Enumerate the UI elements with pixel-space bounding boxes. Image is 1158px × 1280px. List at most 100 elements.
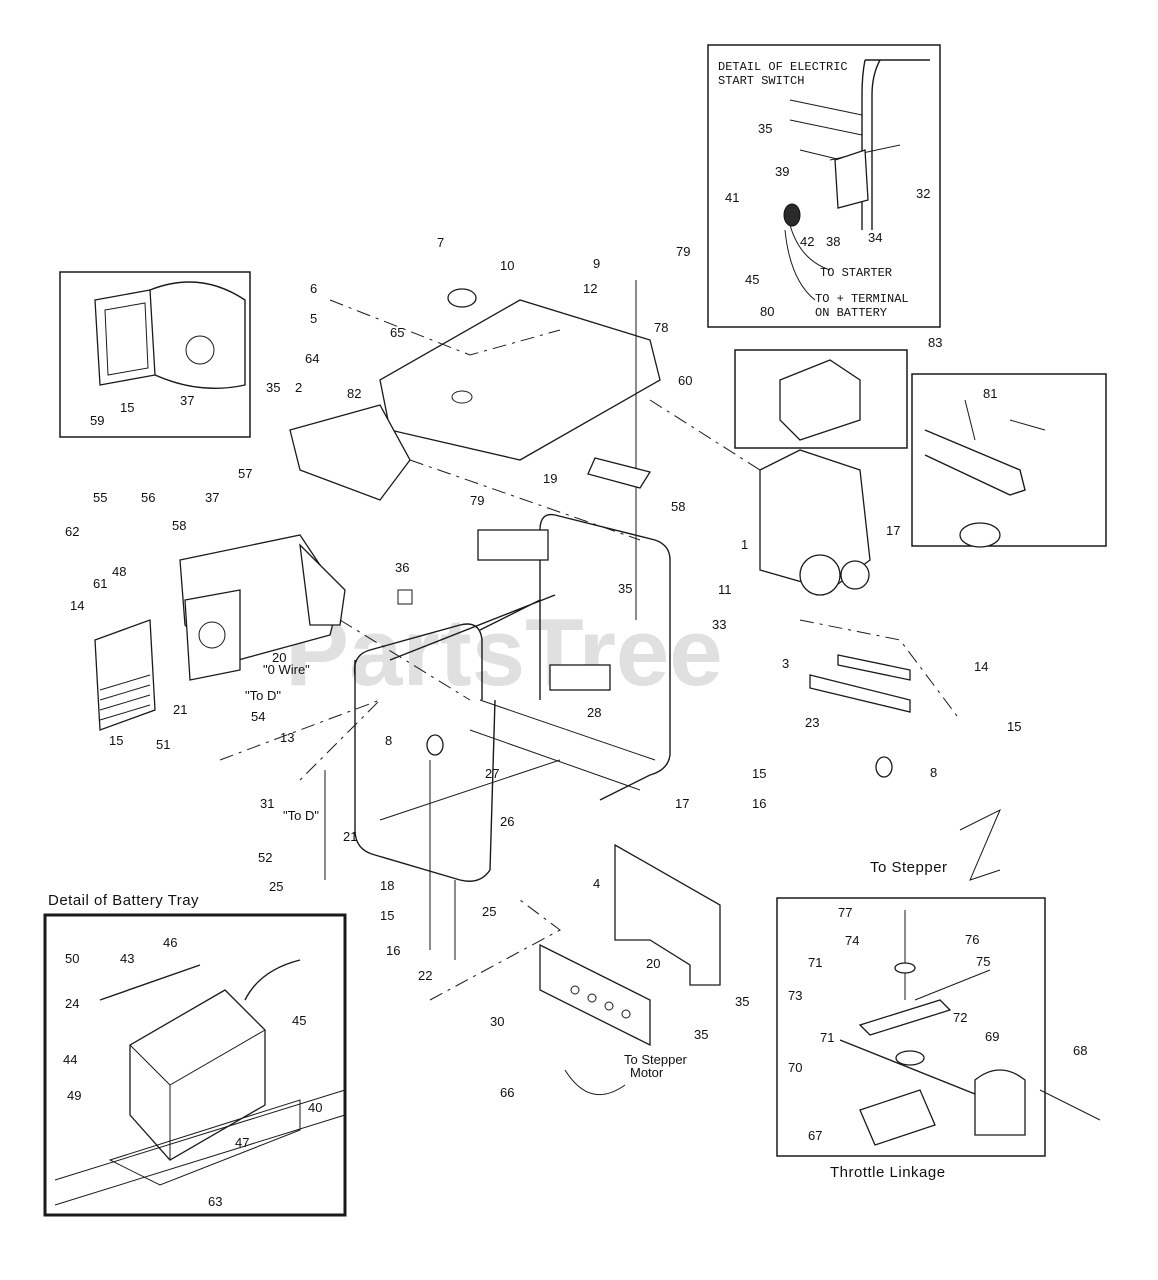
callout-83: 83	[928, 335, 942, 350]
washer-71-lower	[895, 1050, 925, 1066]
callout-49: 49	[67, 1088, 81, 1103]
callout-55: 55	[93, 490, 107, 505]
base-bracket-67	[859, 1089, 936, 1146]
callout-42: 42	[800, 234, 814, 249]
callout-27: 27	[485, 766, 499, 781]
callout-14-right: 14	[974, 659, 988, 674]
mount-8-left	[426, 734, 444, 756]
label-79	[477, 529, 549, 561]
callout-63: 63	[208, 1194, 222, 1209]
label-28	[549, 664, 611, 691]
leader-shield-frame	[409, 459, 641, 541]
callout-38: 38	[826, 234, 840, 249]
callout-81: 81	[983, 386, 997, 401]
note-to-stepper: To Stepper	[870, 859, 948, 876]
tray-base	[54, 1089, 346, 1206]
callout-74: 74	[845, 933, 859, 948]
rail-3-upper	[837, 654, 911, 681]
callout-5: 5	[310, 311, 317, 326]
alternator-fan-grille	[299, 543, 346, 626]
callout-65: 65	[390, 325, 404, 340]
callout-15-right: 15	[1007, 719, 1021, 734]
alternator-end-bracket	[184, 589, 241, 681]
callout-28: 28	[587, 705, 601, 720]
panel-switch-2	[587, 993, 597, 1003]
inset-frame	[59, 271, 251, 438]
engine-assembly: 1 17	[734, 349, 908, 596]
callout-15-bottom: 15	[380, 908, 394, 923]
callout-69: 69	[985, 1029, 999, 1044]
callout-60: 60	[678, 373, 692, 388]
leader-panel	[429, 899, 561, 1001]
callout-10: 10	[500, 258, 514, 273]
callout-21-top: 21	[173, 702, 187, 717]
inset-frame	[707, 44, 941, 328]
mount-8-right	[875, 756, 893, 778]
callout-64: 64	[305, 351, 319, 366]
handle-tube-outline	[861, 59, 930, 230]
fuel-tank: 7 10	[379, 235, 661, 461]
callout-8-right: 8	[930, 765, 937, 780]
frame-tube-right	[554, 514, 671, 801]
callout-59: 59	[90, 413, 104, 428]
fan-shroud	[94, 289, 156, 386]
callout-24: 24	[65, 996, 79, 1011]
inset-title-line1: DETAIL OF ELECTRIC	[718, 60, 848, 74]
callout-35-left: 35	[266, 380, 280, 395]
callout-47: 47	[235, 1135, 249, 1150]
switch-plate	[834, 149, 869, 209]
stepper-break-line	[959, 808, 1001, 881]
callout-36: 36	[395, 560, 409, 575]
callout-20-panel: 20	[646, 956, 660, 971]
engine-body	[149, 281, 246, 389]
inset-battery-tray: Detail of Battery Tray 50 43 46 24 45 44…	[43, 892, 347, 1217]
callout-82: 82	[347, 386, 361, 401]
inset-governor: 83 81	[911, 335, 1107, 548]
callout-12: 12	[583, 281, 597, 296]
callout-51: 51	[156, 737, 170, 752]
frame-crossbars	[379, 699, 656, 821]
callout-48: 48	[112, 564, 126, 579]
note-to-stepper-motor-2: Motor	[630, 1065, 664, 1080]
inset-electric-start-switch: DETAIL OF ELECTRIC START SWITCH 35 39 41…	[707, 44, 941, 328]
governor-shaft	[959, 522, 1001, 548]
pivot-axis	[904, 910, 991, 1001]
callout-35-frame: 35	[618, 581, 632, 596]
alternator-assembly: 57 55 56 58 37 62 48 61 14 20 "0 Wire" "…	[65, 466, 346, 752]
callout-4: 4	[593, 876, 600, 891]
callout-1: 1	[741, 537, 748, 552]
callout-2: 2	[295, 380, 302, 395]
throttle-rod-69	[839, 1039, 991, 1101]
callout-26: 26	[500, 814, 514, 829]
note-to-stepper-motor-1: To Stepper	[624, 1052, 688, 1067]
inset-frame	[911, 373, 1107, 547]
engine-top-housing	[779, 359, 861, 441]
callout-15: 15	[120, 400, 134, 415]
callout-19: 19	[543, 471, 557, 486]
callout-25-bottom: 25	[482, 904, 496, 919]
callout-8-left: 8	[385, 733, 392, 748]
panel-switch-4	[621, 1009, 631, 1019]
callout-73: 73	[788, 988, 802, 1003]
callout-34: 34	[868, 230, 882, 245]
leader-tank-hose	[329, 299, 561, 356]
callout-58-left: 58	[172, 518, 186, 533]
handle-crossbars	[789, 99, 901, 166]
engine-mount-rails: 3 14 15 23 8 15 16	[752, 654, 1021, 811]
washer-71	[894, 962, 916, 974]
callout-7: 7	[437, 235, 444, 250]
top-hardware: 9 79 12 78 80 6 5 65 64 35 2 82 60 19 58	[266, 244, 774, 620]
alternator-bearing	[198, 621, 226, 649]
note-on-battery: ON BATTERY	[815, 306, 887, 320]
leader-rails	[799, 619, 961, 721]
end-cover-14	[94, 619, 156, 731]
callout-61: 61	[93, 576, 107, 591]
callout-54: 54	[251, 709, 265, 724]
bracket-19	[587, 457, 652, 489]
callout-50: 50	[65, 951, 79, 966]
lever-72	[858, 999, 952, 1036]
callout-46: 46	[163, 935, 177, 950]
bolt-axis-lines	[429, 760, 456, 960]
note-to-d-bottom: "To D"	[283, 808, 319, 823]
callout-22: 22	[418, 968, 432, 983]
